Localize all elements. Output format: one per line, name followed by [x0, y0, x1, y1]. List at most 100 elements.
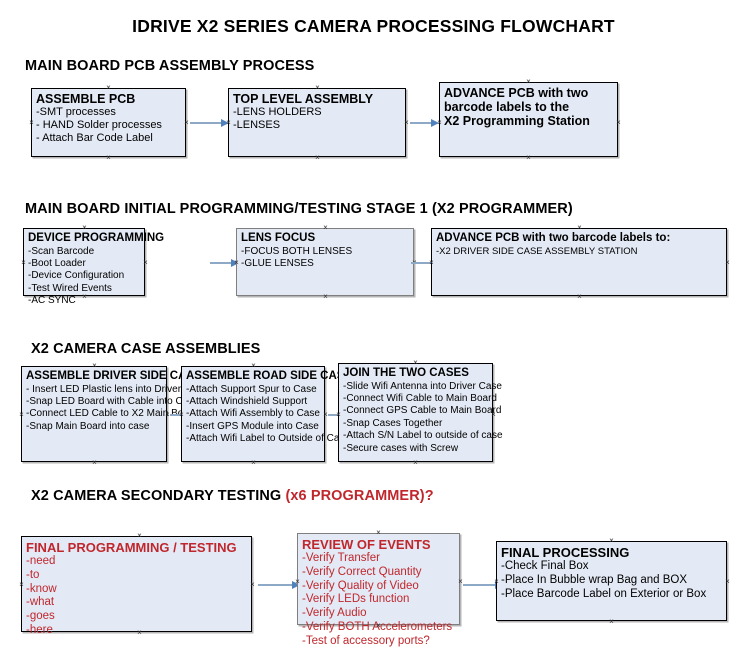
box-title: ASSEMBLE PCB [36, 92, 136, 106]
resize-handle-bottom[interactable] [81, 293, 88, 300]
resize-handle-bottom[interactable] [412, 459, 419, 466]
resize-handle-left[interactable] [294, 578, 301, 585]
resize-handle-bottom[interactable] [250, 459, 257, 466]
box-line: -to [26, 568, 40, 581]
resize-handle-bottom[interactable] [576, 293, 583, 300]
resize-handle-left[interactable] [28, 119, 35, 126]
box-line: -Verify Audio [302, 607, 367, 620]
box-title-line: ADVANCE PCB with two [444, 86, 589, 100]
flow-box-advance-pcb-to-x2-programming-station[interactable]: ADVANCE PCB with two barcode labels to t… [439, 82, 618, 157]
flow-box-assemble-road-side-case[interactable]: ASSEMBLE ROAD SIDE CASE -Attach Support … [181, 366, 353, 462]
box-line: -what [26, 596, 55, 609]
resize-handle-left[interactable] [493, 578, 500, 585]
box-title: JOIN THE TWO CASES [343, 367, 469, 379]
box-line: -Secure cases with Screw [343, 442, 459, 454]
resize-handle-bottom[interactable] [322, 293, 329, 300]
flow-box-assemble-pcb[interactable]: ASSEMBLE PCB -SMT processes - HAND Solde… [31, 88, 186, 157]
box-line: -Snap Cases Together [343, 417, 443, 429]
resize-handle-left[interactable] [18, 581, 25, 588]
resize-handle-left[interactable] [233, 259, 240, 266]
resize-handle-left[interactable] [225, 119, 232, 126]
resize-handle-left[interactable] [428, 259, 435, 266]
box-line: -LENS HOLDERS [233, 106, 322, 118]
resize-handle-top[interactable] [608, 537, 615, 544]
box-line: -Attach Wifi Label to Outside of Case [186, 433, 350, 445]
resize-handle-bottom[interactable] [91, 459, 98, 466]
box-line: -know [26, 582, 57, 595]
box-title: ASSEMBLE ROAD SIDE CASE [186, 370, 353, 382]
flow-box-join-the-two-cases[interactable]: JOIN THE TWO CASES -Slide Wifi Antenna i… [338, 363, 503, 462]
connector-final-programming-to-review-of-events [258, 580, 300, 589]
box-title: FINAL PROCESSING [501, 545, 630, 560]
resize-handle-right[interactable] [249, 581, 256, 588]
resize-handle-right[interactable] [490, 411, 497, 418]
resize-handle-top[interactable] [314, 84, 321, 91]
section-title-x2-camera-secondary-testing: X2 CAMERA SECONDARY TESTING (x6 PROGRAMM… [31, 488, 434, 504]
resize-handle-right[interactable] [724, 259, 731, 266]
resize-handle-left[interactable] [178, 411, 185, 418]
box-line: -here [26, 623, 53, 636]
flow-box-final-programming-testing[interactable]: FINAL PROGRAMMING / TESTING -need -to -k… [21, 536, 252, 636]
resize-handle-bottom[interactable] [105, 154, 112, 161]
box-line: -Slide Wifi Antenna into Driver Case [343, 380, 502, 392]
resize-handle-left[interactable] [18, 411, 25, 418]
box-line: -Test Wired Events [28, 282, 112, 294]
box-line: -Verify Transfer [302, 552, 380, 564]
resize-handle-right[interactable] [615, 119, 622, 126]
resize-handle-left[interactable] [335, 411, 342, 418]
box-title: ASSEMBLE DRIVER SIDE CASE [26, 370, 202, 382]
box-line: -SMT processes [36, 106, 116, 118]
connector-top-level-assembly-to-advance-pcb [410, 118, 439, 127]
box-line: -LENSES [233, 119, 281, 132]
flow-box-assemble-driver-side-case[interactable]: ASSEMBLE DRIVER SIDE CASE - Insert LED P… [21, 366, 207, 462]
box-line: -Verify LEDs function [302, 593, 410, 606]
resize-handle-right[interactable] [403, 119, 410, 126]
box-line: -GLUE LENSES [241, 257, 314, 269]
box-line: -Connect LED Cable to X2 Main Board [26, 408, 198, 420]
resize-handle-bottom[interactable] [136, 629, 143, 636]
box-line: -Check Final Box [501, 560, 589, 572]
resize-handle-top[interactable] [375, 529, 382, 536]
resize-handle-bottom[interactable] [525, 154, 532, 161]
connector-device-programming-to-lens-focus [210, 258, 239, 267]
connector-review-of-events-to-final-processing [463, 580, 503, 589]
flow-box-review-of-events[interactable]: REVIEW OF EVENTS -Verify Transfer -Verif… [297, 533, 460, 647]
resize-handle-right[interactable] [183, 119, 190, 126]
resize-handle-right[interactable] [724, 578, 731, 585]
flow-box-device-programming[interactable]: DEVICE PROGRAMMING -Scan Barcode -Boot L… [23, 228, 165, 306]
box-line: -Boot Loader [28, 257, 86, 269]
resize-handle-top[interactable] [250, 362, 257, 369]
section-title-suffix: (x6 PROGRAMMER)? [285, 488, 434, 504]
resize-handle-top[interactable] [525, 78, 532, 85]
flow-box-advance-pcb-to-driver-side-case-assembly-station[interactable]: ADVANCE PCB with two barcode labels to: … [431, 228, 727, 296]
box-line: -Verify Correct Quantity [302, 565, 422, 578]
resize-handle-right[interactable] [142, 259, 149, 266]
resize-handle-bottom[interactable] [375, 622, 382, 629]
resize-handle-top[interactable] [576, 224, 583, 231]
box-title-line: X2 Programming Station [444, 114, 590, 128]
box-line: -Attach Windshield Support [186, 395, 308, 407]
box-line: -Device Configuration [28, 270, 125, 282]
resize-handle-top[interactable] [136, 532, 143, 539]
flow-box-lens-focus[interactable]: LENS FOCUS -FOCUS BOTH LENSES -GLUE LENS… [236, 228, 414, 296]
box-line: -X2 DRIVER SIDE CASE ASSEMBLY STATION [436, 245, 638, 257]
box-line: -need [26, 555, 56, 567]
resize-handle-top[interactable] [105, 84, 112, 91]
box-line: -Connect GPS Cable to Main Board [343, 405, 502, 417]
section-title-x2-camera-case-assemblies: X2 CAMERA CASE ASSEMBLIES [31, 341, 261, 357]
resize-handle-top[interactable] [322, 224, 329, 231]
box-title: DEVICE PROGRAMMING [28, 232, 165, 244]
box-line: -Snap Main Board into case [26, 420, 150, 432]
resize-handle-top[interactable] [412, 359, 419, 366]
flow-box-final-processing[interactable]: FINAL PROCESSING -Check Final Box -Place… [496, 541, 727, 621]
resize-handle-top[interactable] [91, 362, 98, 369]
flow-box-top-level-assembly[interactable]: TOP LEVEL ASSEMBLY -LENS HOLDERS -LENSES [228, 88, 406, 157]
box-line: -Scan Barcode [28, 245, 95, 257]
resize-handle-left[interactable] [20, 259, 27, 266]
resize-handle-left[interactable] [436, 119, 443, 126]
resize-handle-bottom[interactable] [608, 618, 615, 625]
box-line: -Place In Bubble wrap Bag and BOX [501, 573, 688, 586]
resize-handle-bottom[interactable] [314, 154, 321, 161]
resize-handle-top[interactable] [81, 224, 88, 231]
